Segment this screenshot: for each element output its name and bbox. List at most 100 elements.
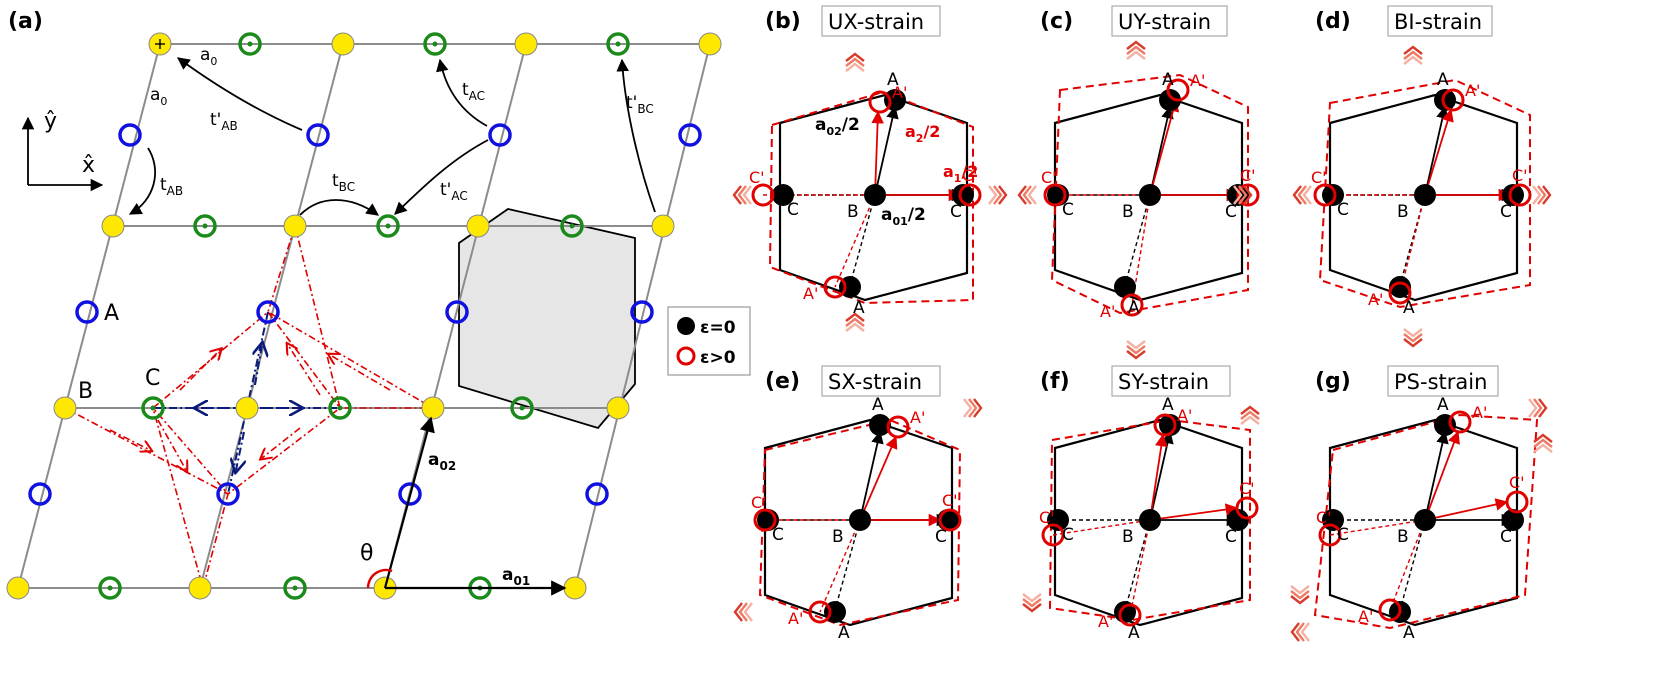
- label-c-right: C: [950, 202, 962, 222]
- axis-indicator: ŷ x̂: [21, 109, 104, 192]
- strain-panel-letter: (g): [1315, 369, 1351, 394]
- strain-panel-letter: (c): [1040, 9, 1073, 34]
- label-a-prime-bottom: A': [1368, 290, 1383, 309]
- site-a-strained: [886, 415, 910, 439]
- label-c-prime-left: C': [1316, 508, 1332, 527]
- hopping-arrows: [128, 57, 656, 216]
- strain-panel-title: UX-strain: [828, 10, 924, 34]
- label-b: B: [1397, 202, 1409, 222]
- unit-cell-hexagon: [458, 208, 636, 430]
- label-c-prime-right: C': [942, 491, 958, 510]
- site-label-b: B: [78, 379, 93, 404]
- strain-panel-title: SX-strain: [828, 370, 922, 394]
- label-a-bottom: A: [1403, 623, 1415, 643]
- site-label-c: C: [145, 366, 160, 391]
- strain-direction-arrow-2: [1290, 622, 1310, 642]
- site-a-strained-bottom: [1388, 281, 1412, 305]
- site-b: [1414, 509, 1436, 531]
- site-a-bottom: [1389, 276, 1411, 298]
- strain-direction-arrow-1: [1403, 328, 1423, 348]
- title-box: [1111, 5, 1228, 37]
- label-a-prime-top: A': [1190, 71, 1205, 90]
- strain-direction-arrow-2: [732, 185, 752, 205]
- label-a-prime-top: A': [892, 83, 907, 102]
- vector-a01-label: a01: [502, 565, 530, 588]
- a-sites: [28, 123, 702, 506]
- unstrained-cell: [763, 418, 954, 627]
- site-a-top: [869, 414, 891, 436]
- label-t-ab: tAB: [160, 175, 183, 198]
- strain-panel-title: SY-strain: [1118, 370, 1209, 394]
- site-c-strained-right: [1235, 496, 1259, 520]
- strain-direction-arrow-3: [988, 185, 1008, 205]
- site-c-strained-left: [753, 508, 777, 532]
- vector-a02-label: a02: [428, 450, 456, 473]
- label-c-prime-left: C': [1041, 168, 1057, 187]
- site-a-strained-bottom: [808, 600, 832, 624]
- strain-panel-letter: (b): [765, 9, 801, 34]
- site-c-strained-left: [1318, 523, 1342, 547]
- strained-cell: [1050, 73, 1249, 315]
- strain-direction-arrow-1: [1126, 340, 1146, 360]
- site-c-right: [1502, 509, 1524, 531]
- panel-a: (a): [6, 9, 722, 600]
- strain-direction-arrow-2: [1017, 185, 1037, 205]
- label-a-prime-top: A': [1465, 81, 1480, 100]
- title-box: [1111, 365, 1231, 397]
- label-a-prime-bottom: A': [1098, 612, 1113, 631]
- axis-x-label: x̂: [82, 153, 95, 178]
- label-a-prime-bottom: A': [788, 609, 803, 628]
- site-c-right: [952, 184, 974, 206]
- theta-label: θ: [360, 541, 373, 566]
- site-b: [864, 184, 886, 206]
- label-tp-ab: t'AB: [210, 110, 238, 133]
- site-b: [1414, 184, 1436, 206]
- legend-eps0: ε=0: [700, 318, 736, 338]
- site-c-strained-right: [1505, 490, 1529, 514]
- strain-direction-arrow-0: [1240, 405, 1260, 425]
- site-b: [1139, 184, 1161, 206]
- legend: ε=0 ε>0: [667, 306, 751, 376]
- label-a2-half: a2/2: [905, 122, 940, 145]
- label-c-left: C: [772, 525, 784, 545]
- site-c-right: [1502, 184, 1524, 206]
- label-c-prime-left: C': [751, 493, 767, 512]
- strain-direction-arrow-1: [1022, 593, 1042, 613]
- strain-direction-arrow-0: [1403, 45, 1423, 65]
- site-c-strained-left: [1041, 523, 1065, 547]
- strain-direction-arrow-1: [1533, 433, 1553, 453]
- strain-direction-arrow-3: [1290, 585, 1310, 605]
- label-a-prime-bottom: A': [803, 284, 818, 303]
- label-c-prime-right: C': [1240, 166, 1256, 185]
- label-a-prime-bottom: A': [1100, 302, 1115, 321]
- svg-text:a0: a0: [150, 85, 167, 108]
- strain-direction-arrow-2: [1292, 185, 1312, 205]
- label-c-right: C: [1500, 202, 1512, 222]
- label-b: B: [1122, 202, 1134, 222]
- strain-direction-arrow-0: [1528, 398, 1548, 418]
- label-c-prime-left: C': [749, 168, 765, 187]
- label-c-left: C: [1062, 525, 1074, 545]
- svg-text:a0: a0: [200, 45, 217, 68]
- site-c-strained-right: [1236, 183, 1260, 207]
- label-c-prime-left: C': [1311, 168, 1327, 187]
- c-sites: [98, 32, 630, 600]
- strain-direction-arrow-1: [733, 602, 753, 622]
- label-c-prime-right: C': [1239, 479, 1255, 498]
- site-c-left: [1322, 184, 1344, 206]
- unstrained-cell: [1328, 93, 1519, 302]
- strain-panel-title: UY-strain: [1118, 10, 1211, 34]
- label-a-bottom: A: [853, 298, 865, 318]
- site-c-strained-left: [1313, 183, 1337, 207]
- label-a-top: A: [887, 70, 899, 90]
- site-a-strained: [1441, 88, 1465, 112]
- label-b: B: [1397, 527, 1409, 547]
- site-b: [849, 509, 871, 531]
- label-tp-ac: t'AC: [440, 180, 468, 203]
- b-sites: [6, 32, 722, 600]
- label-t-ac: tAC: [462, 80, 485, 103]
- title-box: [1387, 5, 1493, 37]
